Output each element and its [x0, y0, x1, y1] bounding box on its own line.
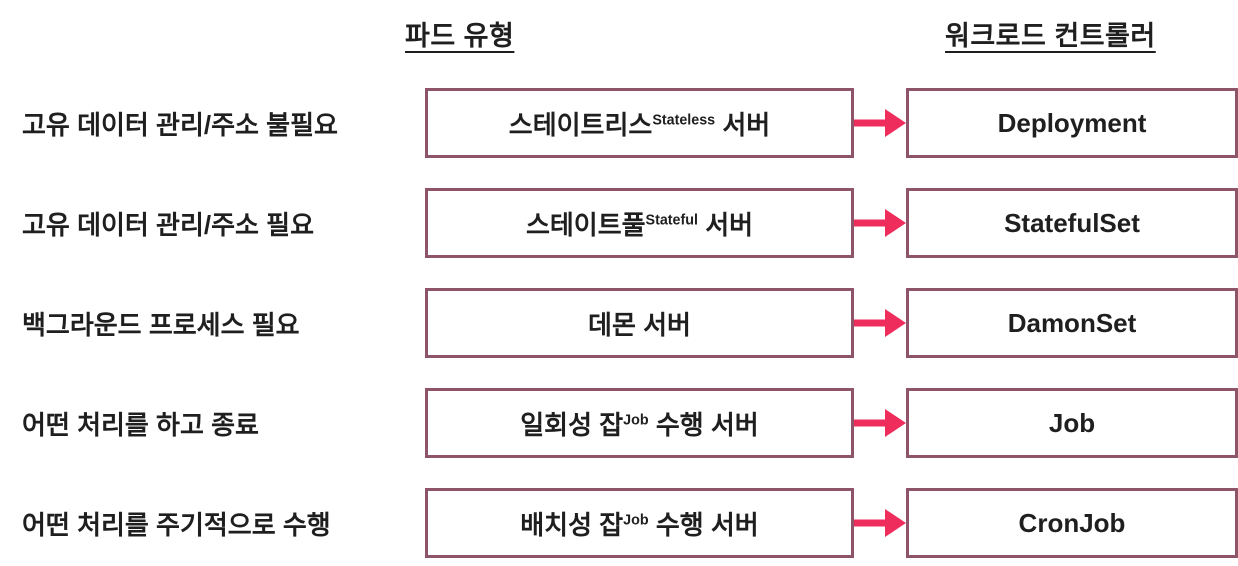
condition-label: 백그라운드 프로세스 필요 [22, 309, 300, 340]
column-header-pod-type: 파드 유형 [405, 21, 515, 51]
column-header-workload-controller: 워크로드 컨트롤러 [945, 21, 1156, 51]
pod-type-superscript: Stateless [652, 111, 716, 128]
diagram-row: 고유 데이터 관리/주소 필요 스테이트풀Stateful 서버 Statefu… [0, 188, 1238, 258]
pod-type-superscript: Job [623, 411, 649, 428]
arrow-right-icon [854, 509, 906, 537]
arrow-cell [854, 188, 906, 258]
arrow-cell [854, 88, 906, 158]
pod-type-box: 데몬 서버 [425, 288, 854, 358]
diagram-rows: 고유 데이터 관리/주소 불필요 스테이트리스Stateless 서버 Depl… [0, 88, 1238, 566]
pod-type-text: 데몬 서버 [588, 309, 691, 340]
condition-label: 고유 데이터 관리/주소 불필요 [22, 109, 338, 140]
arrow-cell [854, 388, 906, 458]
arrow-right-icon [854, 209, 906, 237]
pod-type-superscript: Stateful [645, 211, 698, 228]
arrow-cell [854, 288, 906, 358]
condition-label: 고유 데이터 관리/주소 필요 [22, 209, 315, 240]
controller-box: Deployment [906, 88, 1238, 158]
arrow-right-icon [854, 109, 906, 137]
controller-box: StatefulSet [906, 188, 1238, 258]
pod-type-box: 일회성 잡Job 수행 서버 [425, 388, 854, 458]
controller-box: CronJob [906, 488, 1238, 558]
diagram-row: 고유 데이터 관리/주소 불필요 스테이트리스Stateless 서버 Depl… [0, 88, 1238, 158]
arrow-right-icon [854, 309, 906, 337]
arrow-right-icon [854, 409, 906, 437]
pod-type-text: 배치성 잡Job 수행 서버 [520, 509, 759, 540]
diagram-row: 어떤 처리를 주기적으로 수행 배치성 잡Job 수행 서버 CronJob [0, 488, 1238, 558]
condition-label: 어떤 처리를 주기적으로 수행 [22, 509, 331, 540]
controller-box: Job [906, 388, 1238, 458]
controller-box: DamonSet [906, 288, 1238, 358]
diagram-row: 어떤 처리를 하고 종료 일회성 잡Job 수행 서버 Job [0, 388, 1238, 458]
diagram-row: 백그라운드 프로세스 필요 데몬 서버 DamonSet [0, 288, 1238, 358]
pod-type-text: 스테이트풀Stateful 서버 [525, 209, 754, 240]
pod-type-superscript: Job [623, 511, 649, 528]
pod-type-text: 일회성 잡Job 수행 서버 [520, 409, 759, 440]
pod-type-box: 배치성 잡Job 수행 서버 [425, 488, 854, 558]
pod-type-box: 스테이트풀Stateful 서버 [425, 188, 854, 258]
pod-type-box: 스테이트리스Stateless 서버 [425, 88, 854, 158]
arrow-cell [854, 488, 906, 558]
condition-label: 어떤 처리를 하고 종료 [22, 409, 259, 440]
pod-type-text: 스테이트리스Stateless 서버 [508, 109, 771, 140]
